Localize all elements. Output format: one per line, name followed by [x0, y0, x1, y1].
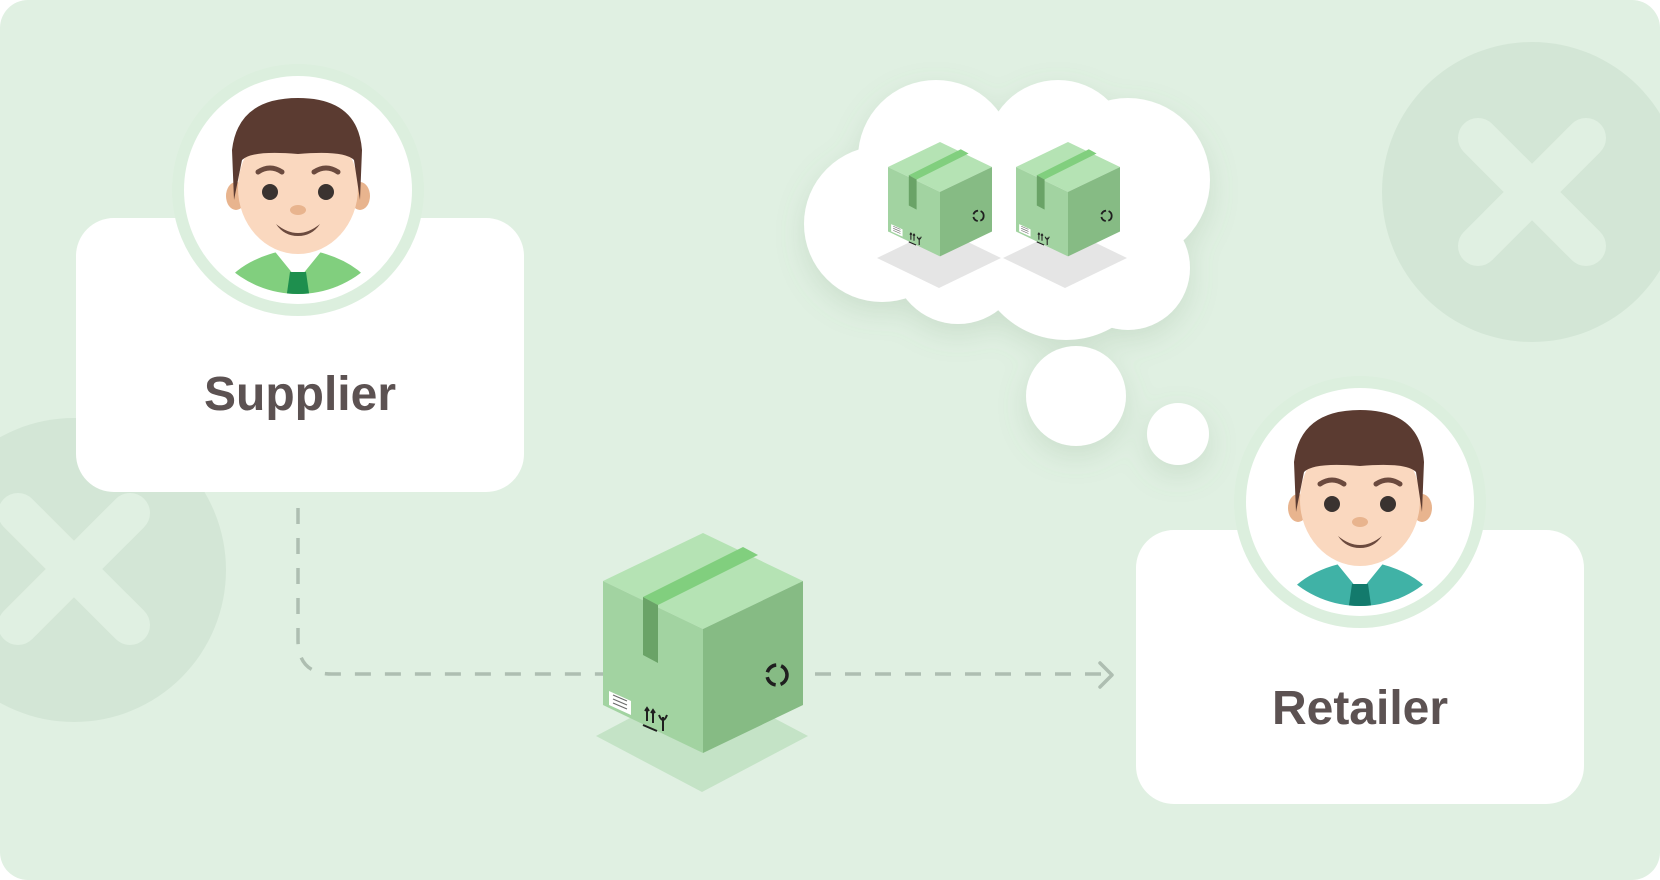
background-cross-left [0, 418, 226, 722]
retailer-node: Retailer [1136, 376, 1584, 804]
cross-icon [1458, 118, 1606, 266]
thought-box-1 [877, 141, 1001, 288]
supplier-label: Supplier [204, 368, 396, 421]
retailer-avatar [1246, 388, 1474, 616]
supplier-avatar [184, 76, 412, 304]
cross-icon [0, 493, 150, 645]
supplier-node: Supplier [76, 64, 524, 492]
supplier-card [76, 218, 524, 492]
thought-box-2 [1003, 141, 1127, 288]
flow-path [296, 508, 1114, 689]
retailer-label: Retailer [1272, 682, 1448, 735]
shipment-box [596, 531, 808, 792]
background-cross-right [1382, 42, 1660, 342]
arrow-head-icon [1098, 661, 1114, 689]
retailer-card [1136, 530, 1584, 804]
